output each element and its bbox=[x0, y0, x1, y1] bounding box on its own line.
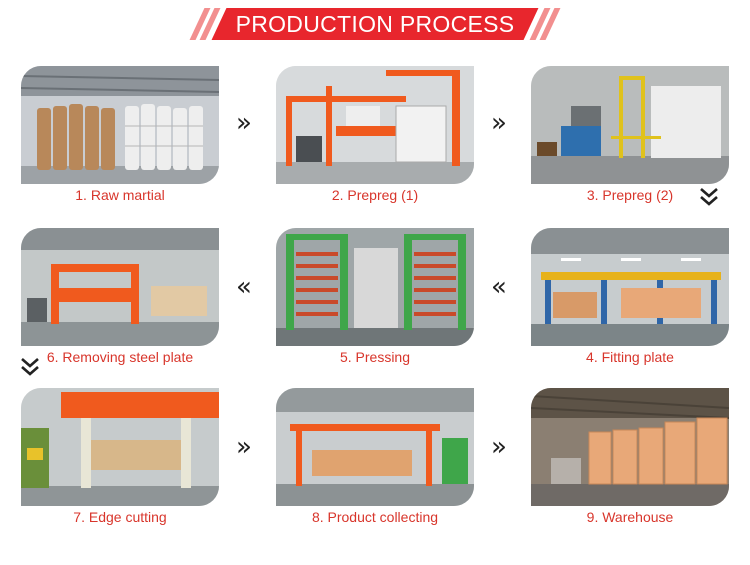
arrow-left-icon: « bbox=[491, 272, 507, 302]
step-product-collecting: 8. Product collecting bbox=[276, 388, 474, 530]
step-label: 6. Removing steel plate bbox=[46, 349, 194, 365]
warehouse-rolls-image bbox=[21, 66, 219, 184]
prepreg-machine-image bbox=[276, 66, 474, 184]
step-label: 9. Warehouse bbox=[586, 509, 674, 525]
arrow-down-icon bbox=[699, 186, 719, 215]
step-warehouse: 9. Warehouse bbox=[531, 388, 729, 530]
step-prepreg-2: 3. Prepreg (2) bbox=[531, 66, 729, 208]
photo-edge-cutting bbox=[21, 388, 219, 506]
photo-warehouse bbox=[531, 388, 729, 506]
edge-cutting-image bbox=[21, 388, 219, 506]
page-title: PRODUCTION PROCESS bbox=[235, 11, 515, 37]
step-fitting-plate: 4. Fitting plate bbox=[531, 228, 729, 370]
photo-prepreg-2 bbox=[531, 66, 729, 184]
arrow-right-icon: » bbox=[236, 432, 252, 462]
photo-raw-material bbox=[21, 66, 219, 184]
step-prepreg-1: 2. Prepreg (1) bbox=[276, 66, 474, 208]
arrow-right-icon: » bbox=[491, 108, 507, 138]
fitting-plate-image bbox=[531, 228, 729, 346]
step-label: 1. Raw martial bbox=[75, 187, 165, 203]
hot-press-image bbox=[276, 228, 474, 346]
product-collecting-image bbox=[276, 388, 474, 506]
step-label: 5. Pressing bbox=[339, 349, 411, 365]
step-removing-steel-plate: 6. Removing steel plate bbox=[21, 228, 219, 370]
photo-fitting-plate bbox=[531, 228, 729, 346]
step-label: 8. Product collecting bbox=[311, 509, 439, 525]
steel-plate-removal-image bbox=[21, 228, 219, 346]
photo-product-collecting bbox=[276, 388, 474, 506]
arrow-down-icon bbox=[20, 356, 40, 383]
arrow-left-icon: « bbox=[236, 272, 252, 302]
step-edge-cutting: 7. Edge cutting bbox=[21, 388, 219, 530]
title-banner: PRODUCTION PROCESS bbox=[189, 8, 561, 40]
photo-prepreg-1 bbox=[276, 66, 474, 184]
step-label: 4. Fitting plate bbox=[586, 349, 674, 365]
step-label: 7. Edge cutting bbox=[73, 509, 167, 525]
prepreg-line-image bbox=[531, 66, 729, 184]
step-pressing: 5. Pressing bbox=[276, 228, 474, 370]
photo-pressing bbox=[276, 228, 474, 346]
warehouse-pallets-image bbox=[531, 388, 729, 506]
photo-removing-steel-plate bbox=[21, 228, 219, 346]
arrow-right-icon: » bbox=[491, 432, 507, 462]
arrow-right-icon: » bbox=[236, 108, 252, 138]
step-label: 3. Prepreg (2) bbox=[586, 187, 674, 203]
step-label: 2. Prepreg (1) bbox=[331, 187, 419, 203]
step-raw-material: 1. Raw martial bbox=[21, 66, 219, 208]
